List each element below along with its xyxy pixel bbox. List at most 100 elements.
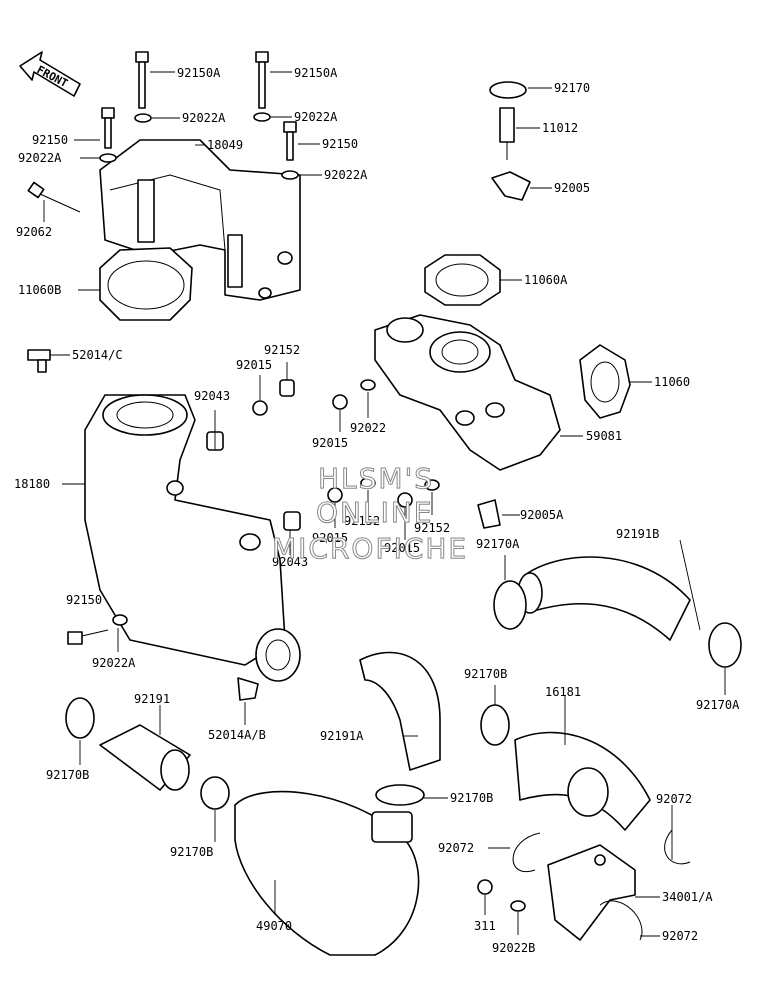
- bolt-92150-mid: [283, 121, 297, 161]
- watermark-line-1: HLSM'S: [318, 462, 434, 495]
- label-92150: 92150: [322, 137, 358, 151]
- bracket-34001A: [547, 844, 636, 941]
- label-92005A: 92005A: [520, 508, 564, 522]
- label-92170B: 92170B: [464, 667, 507, 681]
- label-92022A: 92022A: [182, 111, 226, 125]
- label-92015: 92015: [236, 358, 272, 372]
- watermark-line-2: ONLINE: [316, 496, 433, 529]
- band-92072-right: [664, 829, 691, 865]
- hose-92191A: [359, 651, 441, 771]
- fitting-52014AB: [237, 677, 259, 701]
- label-92072: 92072: [662, 929, 698, 943]
- label-49070: 49070: [256, 919, 292, 933]
- label-92150: 92150: [32, 133, 68, 147]
- label-11060B: 11060B: [18, 283, 61, 297]
- label-92170: 92170: [554, 81, 590, 95]
- clamp-92170A-left: [493, 580, 527, 630]
- label-18180: 18180: [14, 477, 50, 491]
- muffler-18180: [84, 394, 301, 682]
- fitting-92005A: [477, 499, 501, 529]
- washer-92022: [360, 379, 376, 391]
- silencer-49070: [234, 790, 420, 956]
- label-52014C: 52014/C: [72, 348, 123, 362]
- label-34001A: 34001/A: [662, 890, 713, 904]
- label-92015: 92015: [312, 436, 348, 450]
- band-92072-bottom: [599, 900, 643, 941]
- label-92191: 92191: [134, 692, 170, 706]
- collars-92152: [360, 477, 440, 491]
- label-311: 311: [474, 919, 496, 933]
- clamp-92170B-bottom-left: [200, 776, 230, 810]
- bolt-92150-bottom: [67, 629, 109, 645]
- label-92152: 92152: [414, 521, 450, 535]
- label-92072: 92072: [438, 841, 474, 855]
- label-92191B: 92191B: [616, 527, 659, 541]
- fitting-92005: [491, 171, 531, 201]
- clamp-92170B-muffler: [375, 784, 425, 806]
- pipe-16181: [514, 731, 651, 831]
- front-arrow-icon: FRONT: [19, 51, 81, 97]
- label-92152: 92152: [344, 514, 380, 528]
- label-92072: 92072: [656, 792, 692, 806]
- label-92170B: 92170B: [46, 768, 89, 782]
- label-92022B: 92022B: [492, 941, 535, 955]
- clamp-92170B-left: [65, 697, 95, 739]
- watermark-line-3: MICROFICHE: [272, 532, 468, 565]
- label-92191A: 92191A: [320, 729, 364, 743]
- label-92043: 92043: [272, 555, 308, 569]
- bolt-92150A-left: [135, 51, 149, 109]
- gasket-11060B: [99, 247, 193, 321]
- bolt-92150-left: [101, 107, 115, 149]
- label-92150A: 92150A: [294, 66, 338, 80]
- label-59081: 59081: [586, 429, 622, 443]
- gasket-11060: [579, 344, 631, 419]
- label-16181: 16181: [545, 685, 581, 699]
- spacer-92043-bottom: [283, 511, 301, 531]
- nuts-92015: [252, 394, 413, 508]
- label-52014AB: 52014A/B: [208, 728, 266, 742]
- label-11060A: 11060A: [524, 273, 568, 287]
- expansion-chamber-59081: [374, 314, 561, 471]
- label-92152: 92152: [264, 343, 300, 357]
- label-92170A: 92170A: [476, 537, 520, 551]
- clamp-92170B-mid: [480, 704, 510, 746]
- watermark: HLSM'S ONLINE MICROFICHE: [272, 462, 468, 566]
- label-92022A: 92022A: [18, 151, 62, 165]
- label-92170A: 92170A: [696, 698, 740, 712]
- nut-311: [477, 879, 493, 895]
- part-labels: 92150A 92150A 92170 92150 92022A 92022A …: [14, 66, 740, 955]
- hose-92191B: [517, 556, 691, 641]
- label-92005: 92005: [554, 181, 590, 195]
- label-11060: 11060: [654, 375, 690, 389]
- label-92022A: 92022A: [324, 168, 368, 182]
- clamp-92170-top: [489, 81, 527, 99]
- bolt-92150A-right: [255, 51, 269, 109]
- label-92043: 92043: [194, 389, 230, 403]
- gasket-11060A: [424, 254, 501, 306]
- label-92022: 92022: [350, 421, 386, 435]
- collar-92152-top: [279, 379, 295, 397]
- label-92015: 92015: [384, 541, 420, 555]
- label-92022A: 92022A: [92, 656, 136, 670]
- leader-lines: [43, 71, 726, 937]
- label-92062: 92062: [16, 225, 52, 239]
- label-11012: 11012: [542, 121, 578, 135]
- plug-11012: [499, 107, 515, 160]
- label-92015: 92015: [312, 531, 348, 545]
- band-92072-left: [512, 832, 541, 873]
- label-18049: 18049: [207, 138, 243, 152]
- washer-92022A-bottom: [112, 614, 128, 626]
- hose-92191: [99, 724, 191, 791]
- stud-92062: [27, 181, 81, 213]
- clamp-92170A-right: [708, 622, 742, 668]
- fitting-52014C: [27, 349, 51, 373]
- washer-92022B: [510, 900, 526, 912]
- washers-92022A: [99, 112, 299, 180]
- label-92170B: 92170B: [170, 845, 213, 859]
- label-92170B: 92170B: [450, 791, 493, 805]
- label-92022A: 92022A: [294, 110, 338, 124]
- label-92150A: 92150A: [177, 66, 221, 80]
- label-92150: 92150: [66, 593, 102, 607]
